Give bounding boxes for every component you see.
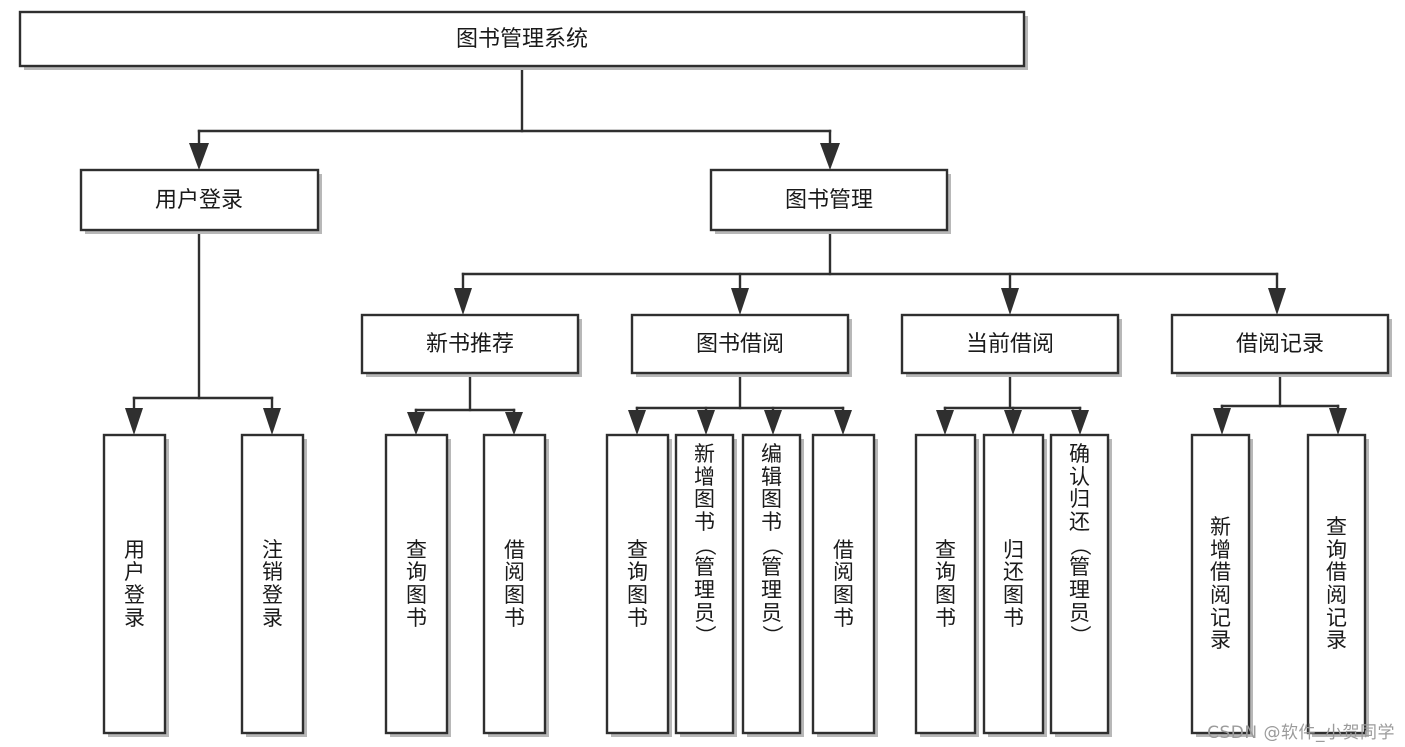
- arrowhead-bookborrow-leaf-4: [834, 410, 852, 435]
- arrowhead-newbook-leaf-2: [505, 412, 523, 435]
- node-user-login[interactable]: 用户登录: [79, 168, 322, 234]
- arrowhead-bookborrow-leaf-2: [697, 410, 715, 435]
- leaf-br-query-box[interactable]: [1306, 433, 1367, 735]
- node-new-book-recommend[interactable]: 新书推荐: [360, 313, 582, 377]
- arrowhead-bookmgmt-to-newbook: [454, 288, 472, 315]
- node-root-label: 图书管理系统: [456, 27, 588, 52]
- arrowhead-bookmgmt-to-currentborrow: [1001, 288, 1019, 315]
- node-new-book-recommend-label: 新书推荐: [426, 332, 514, 357]
- arrowhead-borrowrecord-leaf-2: [1329, 408, 1347, 435]
- node-borrow-record-label: 借阅记录: [1236, 332, 1324, 357]
- connector-layer: [125, 66, 1347, 435]
- arrowhead-root-to-book-mgmt: [820, 143, 840, 170]
- arrowhead-currentborrow-leaf-2: [1004, 410, 1022, 435]
- arrowhead-bookborrow-leaf-1: [628, 410, 646, 435]
- arrowhead-currentborrow-leaf-3: [1071, 410, 1089, 435]
- leaf-user-login-box[interactable]: [102, 433, 167, 735]
- arrowhead-bookborrow-leaf-3: [764, 410, 782, 435]
- leaf-bb-query-box[interactable]: [605, 433, 670, 735]
- csdn-watermark: CSDN @软件_小贺同学: [1207, 723, 1395, 743]
- node-book-borrow[interactable]: 图书借阅: [630, 313, 852, 377]
- node-root-box[interactable]: [18, 10, 1026, 68]
- leaf-nb-borrow-box[interactable]: [482, 433, 547, 735]
- node-book-management-box[interactable]: [709, 168, 949, 232]
- leaf-logout-box[interactable]: [240, 433, 305, 735]
- node-new-book-recommend-box[interactable]: [360, 313, 580, 375]
- arrowhead-userlogin-leaf-2: [263, 408, 281, 435]
- node-user-login-label: 用户登录: [155, 188, 243, 213]
- leaf-cb-confirm-box[interactable]: [1049, 433, 1110, 735]
- node-borrow-record[interactable]: 借阅记录: [1170, 313, 1392, 377]
- arrowhead-borrowrecord-leaf-1: [1213, 408, 1231, 435]
- node-user-login-box[interactable]: [79, 168, 320, 232]
- node-book-management[interactable]: 图书管理: [709, 168, 951, 234]
- leaf-boxes-layer: [102, 433, 1369, 737]
- arrowhead-userlogin-leaf-1: [125, 408, 143, 435]
- node-root[interactable]: 图书管理系统: [18, 10, 1028, 70]
- arrowhead-currentborrow-leaf-1: [936, 410, 954, 435]
- node-book-borrow-label: 图书借阅: [696, 332, 784, 357]
- leaf-bb-edit-box[interactable]: [741, 433, 802, 735]
- leaf-cb-return-box[interactable]: [982, 433, 1045, 735]
- leaf-nb-query-box[interactable]: [384, 433, 449, 735]
- node-book-management-label: 图书管理: [785, 188, 873, 213]
- node-borrow-record-box[interactable]: [1170, 313, 1390, 375]
- leaf-bb-borrow-box[interactable]: [811, 433, 876, 735]
- arrowhead-bookmgmt-to-bookborrow: [731, 288, 749, 315]
- leaf-br-add-box[interactable]: [1190, 433, 1251, 735]
- leaf-bb-add-box[interactable]: [674, 433, 735, 735]
- node-current-borrow-box[interactable]: [900, 313, 1120, 375]
- node-book-borrow-box[interactable]: [630, 313, 850, 375]
- arrowhead-bookmgmt-to-borrowrecord: [1268, 288, 1286, 315]
- arrowhead-root-to-user-login: [189, 143, 209, 170]
- leaf-cb-query-box[interactable]: [914, 433, 977, 735]
- arrowhead-newbook-leaf-1: [407, 412, 425, 435]
- node-current-borrow[interactable]: 当前借阅: [900, 313, 1122, 377]
- node-current-borrow-label: 当前借阅: [966, 332, 1054, 357]
